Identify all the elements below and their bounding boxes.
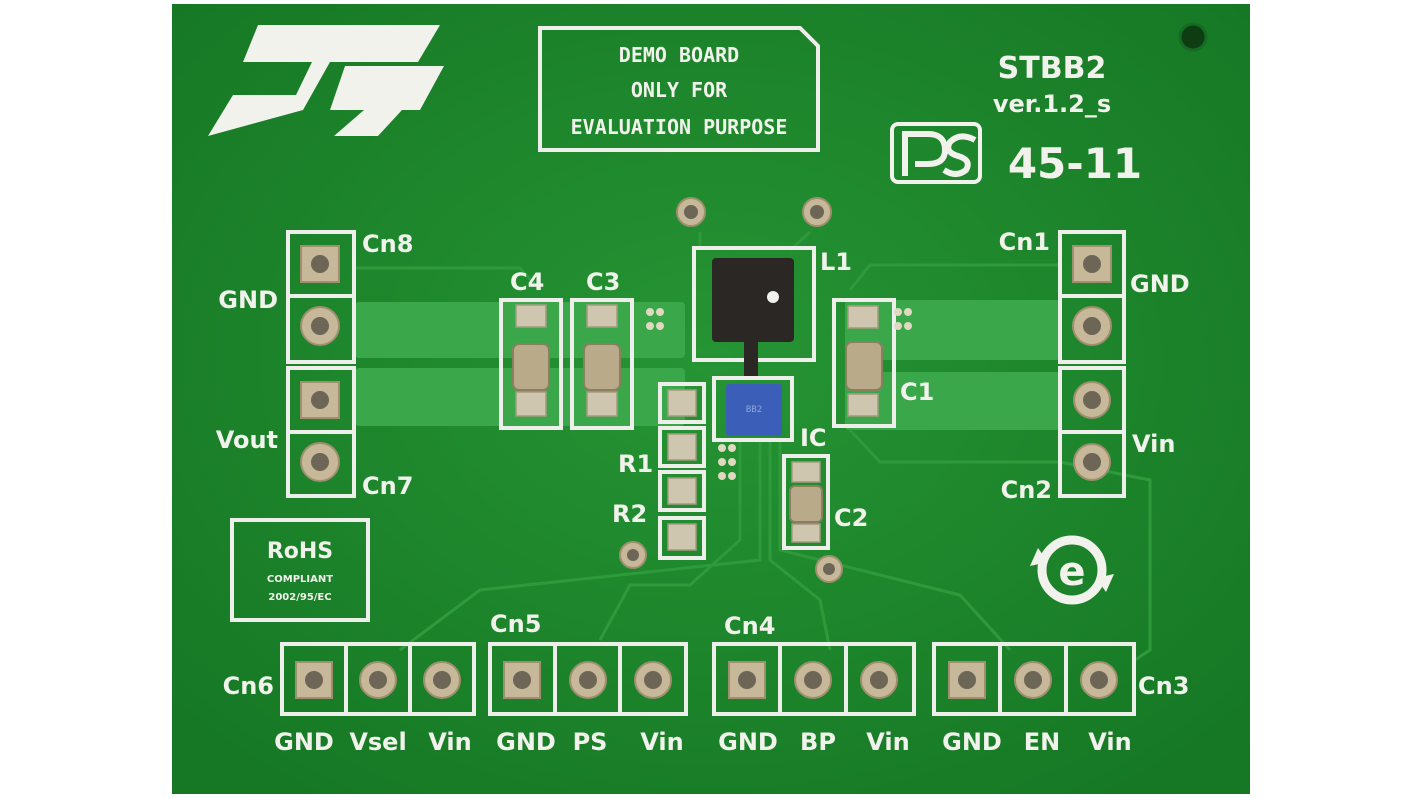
- label-cn1: Cn1: [999, 228, 1050, 256]
- label-c3: C3: [586, 268, 620, 296]
- pin-label: GND: [718, 728, 778, 756]
- notice-line-2: ONLY FOR: [631, 78, 728, 102]
- part-name: STBB2: [998, 51, 1107, 86]
- label-gnd-right: GND: [1130, 270, 1190, 298]
- notice-line-1: DEMO BOARD: [619, 43, 739, 67]
- inductor-l1: [692, 246, 816, 380]
- resistor-r1: [658, 382, 706, 468]
- svg-text:BB2: BB2: [746, 405, 762, 415]
- via-column: [718, 444, 736, 480]
- label-r1: R1: [618, 450, 653, 478]
- label-c1: C1: [900, 378, 934, 406]
- resistor-r2: [658, 470, 706, 560]
- pin-label: GND: [942, 728, 1002, 756]
- capacitor-c4: [499, 298, 563, 430]
- recycle-e-icon: e: [1030, 535, 1114, 605]
- label-cn3: Cn3: [1138, 672, 1189, 700]
- label-cn7: Cn7: [362, 472, 413, 500]
- ic-chip: BB2: [712, 376, 794, 442]
- capacitor-c1: [832, 298, 896, 428]
- label-cn8: Cn8: [362, 230, 413, 258]
- connector-cn3: [932, 642, 1136, 716]
- connector-cn5: [488, 642, 688, 716]
- pin-label: BP: [800, 728, 836, 756]
- capacitor-c3: [570, 298, 634, 430]
- via-group-left: [646, 308, 664, 330]
- label-c4: C4: [510, 268, 544, 296]
- demo-board-notice: DEMO BOARD ONLY FOR EVALUATION PURPOSE: [538, 26, 820, 152]
- label-gnd-left: GND: [218, 286, 278, 314]
- pin-label: Vin: [866, 728, 909, 756]
- pin-label: Vin: [428, 728, 471, 756]
- rohs-title: RoHS: [267, 539, 333, 564]
- connector-cn2: [1058, 366, 1126, 498]
- rohs-compliant: COMPLIANT: [267, 574, 333, 585]
- label-vin-right: Vin: [1132, 430, 1175, 458]
- label-cn2: Cn2: [1001, 476, 1052, 504]
- connector-cn4: [712, 642, 916, 716]
- ps-logo-icon: [890, 122, 982, 184]
- pin-label: Vin: [640, 728, 683, 756]
- mounting-hole: [1178, 22, 1208, 52]
- label-cn6: Cn6: [223, 672, 274, 700]
- pin-label: Vsel: [349, 728, 406, 756]
- label-l1: L1: [820, 248, 852, 276]
- rohs-directive: 2002/95/EC: [268, 592, 331, 603]
- label-cn4: Cn4: [724, 612, 775, 640]
- pin-label: EN: [1024, 728, 1060, 756]
- st-logo-icon: [208, 25, 444, 136]
- notice-line-3: EVALUATION PURPOSE: [571, 115, 788, 139]
- version-label: ver.1.2_s: [993, 90, 1111, 118]
- board-code: 45-11: [1008, 139, 1142, 188]
- svg-text:e: e: [1058, 549, 1085, 595]
- label-c2: C2: [834, 504, 868, 532]
- label-ic: IC: [800, 424, 827, 452]
- connector-cn1: [1058, 230, 1126, 364]
- capacitor-c2: [782, 454, 830, 550]
- via-group-right: [894, 308, 912, 330]
- pin-label: Vin: [1088, 728, 1131, 756]
- rohs-mark: RoHS COMPLIANT 2002/95/EC: [230, 518, 370, 622]
- connector-cn6: [280, 642, 476, 716]
- label-cn5: Cn5: [490, 610, 541, 638]
- pin-label: GND: [496, 728, 556, 756]
- pin-label: GND: [274, 728, 334, 756]
- connector-cn7: [286, 366, 356, 498]
- connector-cn8: [286, 230, 356, 364]
- pin-label: PS: [573, 728, 608, 756]
- bottom-pin-labels: GND Vsel Vin GND PS Vin GND BP Vin GND E…: [274, 728, 1132, 756]
- label-vout: Vout: [216, 426, 278, 454]
- label-r2: R2: [612, 500, 647, 528]
